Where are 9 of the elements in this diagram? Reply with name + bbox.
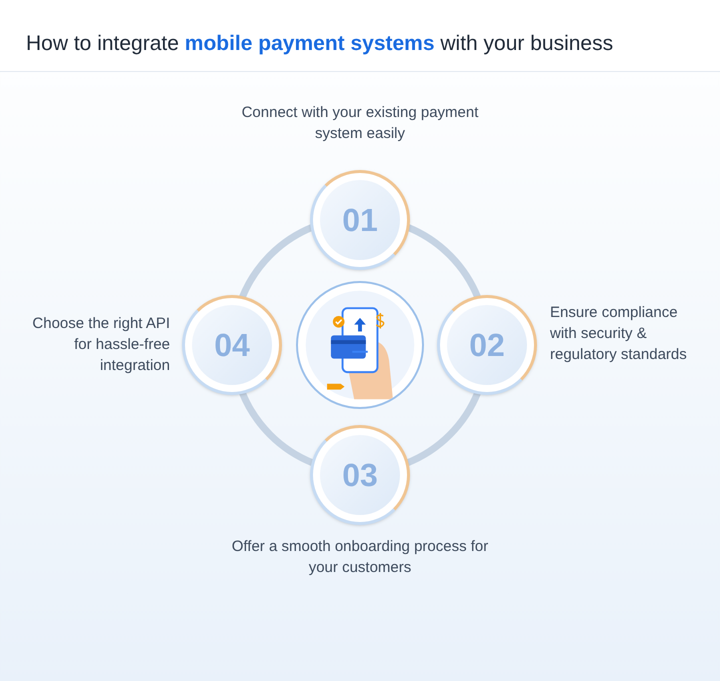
step-number: 04 (214, 326, 250, 365)
step-number: 01 (342, 201, 378, 240)
step-description: Offer a smooth onboarding process for your customers (230, 537, 490, 578)
step-description: Connect with your existing payment system easily (240, 103, 480, 144)
title: How to integrate mobile payment systems with your business (26, 31, 614, 57)
step-number: 03 (342, 456, 378, 495)
step-description: Ensure compliance with security & regulatory standards (550, 303, 688, 365)
step-description: Choose the right API for hassle-free integration (31, 314, 170, 376)
step-number: 02 (469, 326, 505, 365)
